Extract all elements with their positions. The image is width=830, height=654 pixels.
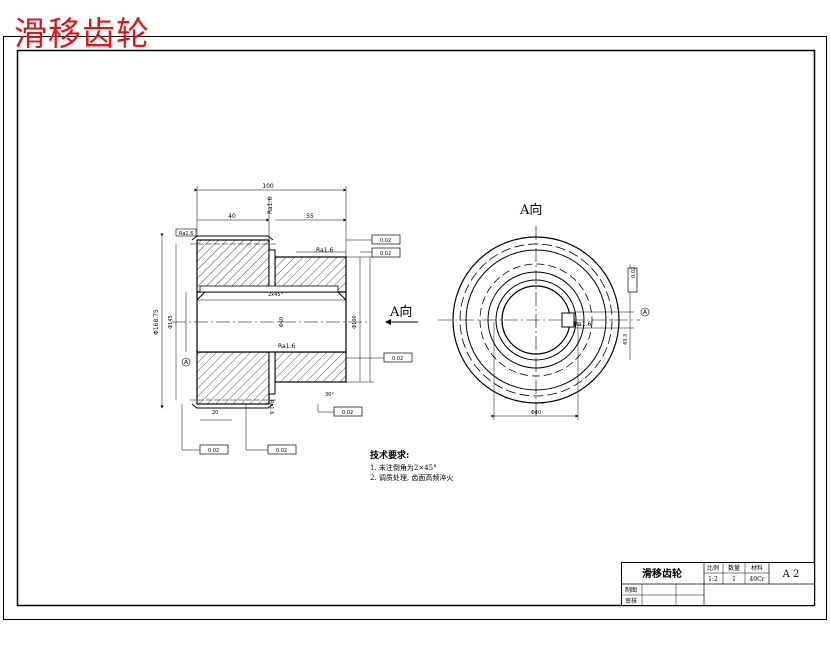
title-col-scale: 比例: [707, 564, 719, 572]
datum-circle-left: A: [184, 359, 189, 366]
hatch-rim-top: [196, 239, 270, 293]
hatch-hub-bottom: [274, 351, 347, 383]
keyway: [199, 285, 339, 293]
title-material: 40Cr: [749, 576, 764, 583]
tol-frame-2: [371, 247, 401, 258]
svg-text:0.02: 0.02: [380, 251, 391, 257]
surface-finish-keyway: Ra1.6: [574, 321, 591, 328]
dim-rim-dia: Φ145: [168, 315, 174, 328]
surface-finish-bore: Ra1.6: [278, 343, 295, 350]
title-col-material: 材料: [751, 564, 763, 572]
surface-finish-right: Ra1.6: [316, 247, 333, 254]
dim-chamfer: 2x45°: [268, 292, 284, 298]
svg-text:Ra1.6: Ra1.6: [179, 231, 193, 237]
surface-finish-groove: Ra1.6: [268, 400, 274, 414]
root-circle: [465, 249, 607, 391]
svg-text:0.02: 0.02: [380, 238, 391, 244]
section-view: 100 40 55 Ra1.6 Φ168.75 Φ145 A Φ40 2x45°…: [153, 183, 413, 455]
dim-right-width: 55: [306, 213, 314, 220]
notes-item-1: 1. 未注倒角为2×45°: [370, 463, 437, 472]
title-scale: 1:2: [708, 576, 718, 583]
drawing-heading: 滑移齿轮: [14, 14, 150, 53]
title-block: 滑移齿轮 比例 数量 材料 1:2 1 40Cr A 2 制图 审核: [621, 562, 815, 606]
tol-frame-1: [371, 234, 401, 245]
dim-overall-width: 100: [262, 183, 274, 190]
dim-hub-dia: Φ100: [352, 315, 358, 328]
notes-title: 技术要求:: [370, 449, 409, 461]
svg-text:0.02: 0.02: [392, 356, 403, 362]
hatch-rim-bottom: [196, 351, 270, 405]
sheet-border: [3, 36, 827, 620]
svg-text:0.02: 0.02: [342, 410, 353, 416]
title-sheet: A 2: [782, 569, 800, 580]
title-checked: 审核: [625, 597, 637, 605]
arrow-label: A向: [389, 304, 412, 320]
tol-frame-3: [383, 352, 413, 363]
title-drawn: 制图: [625, 586, 637, 594]
surface-finish-box-top: [175, 228, 197, 237]
notes-item-2: 2. 调质处理, 齿面高频淬火: [370, 473, 453, 482]
dim-groove: 20: [212, 410, 218, 416]
inner-hub-circle: [487, 271, 585, 369]
svg-text:0.02: 0.02: [631, 267, 637, 278]
tech-notes: 技术要求: 1. 未注倒角为2×45° 2. 调质处理, 齿面高频淬火: [370, 449, 453, 482]
svg-text:0.02: 0.02: [208, 448, 219, 454]
dim-left-width: 40: [228, 213, 236, 220]
tol-frame-6: [267, 444, 297, 455]
outer-circle: [452, 236, 620, 404]
dim-bore: Φ40: [279, 317, 285, 327]
chamfer-circle: [495, 279, 577, 361]
title-part-name: 滑移齿轮: [642, 567, 682, 580]
tol-frame-4: [333, 406, 363, 417]
view-a: A向 Ra1.6 43.3 0.02 A Φ40: [438, 202, 650, 420]
pitch-circle: [459, 243, 613, 397]
title-col-qty: 数量: [728, 564, 740, 572]
view-a-label: A向: [519, 202, 542, 218]
tol-frame-5: [199, 444, 229, 455]
dim-bore-a: Φ40: [531, 410, 541, 416]
title-qty: 1: [732, 576, 736, 583]
keyway-slot: [561, 312, 575, 328]
datum-circle-right: A: [643, 309, 648, 316]
svg-text:0.02: 0.02: [276, 448, 287, 454]
view-arrow: A向: [385, 304, 418, 325]
hub-circle: [479, 263, 593, 377]
dim-pitch-dia: Φ168.75: [153, 309, 160, 335]
groove-bottom: [268, 351, 276, 395]
tol-frame-a: [627, 267, 638, 293]
drawing-frame: [16, 49, 816, 607]
dim-keyway: 43.3: [623, 334, 629, 345]
dim-angle: 30°: [325, 392, 334, 398]
surface-finish-top: Ra1.6: [267, 197, 274, 214]
